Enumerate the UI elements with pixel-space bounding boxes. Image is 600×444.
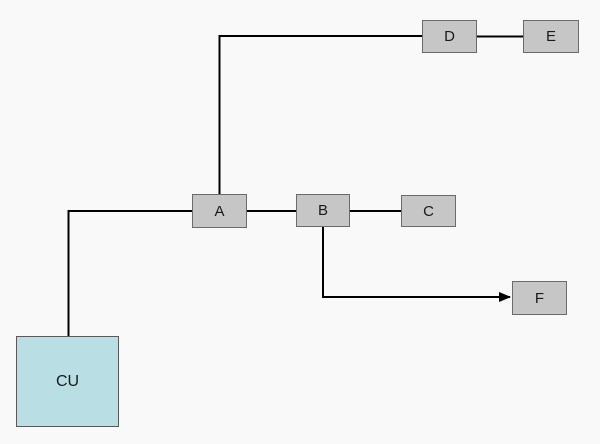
node-d-label: D — [444, 28, 455, 45]
node-a: A — [192, 194, 247, 228]
node-cu: CU — [16, 336, 119, 427]
node-cu-label: CU — [55, 372, 80, 390]
node-a-label: A — [214, 202, 225, 220]
edge-b-f-arrow — [322, 227, 511, 302]
node-c: C — [401, 195, 456, 227]
node-d: D — [422, 20, 477, 53]
node-b: B — [296, 194, 350, 227]
node-f-label: F — [534, 289, 545, 307]
edge-cu-a — [67, 210, 192, 336]
node-f: F — [512, 281, 567, 315]
node-e-label: E — [545, 28, 556, 45]
node-e: E — [523, 20, 579, 53]
edge-a-d — [218, 35, 422, 194]
node-c-label: C — [423, 202, 434, 220]
node-b-label: B — [317, 202, 328, 219]
